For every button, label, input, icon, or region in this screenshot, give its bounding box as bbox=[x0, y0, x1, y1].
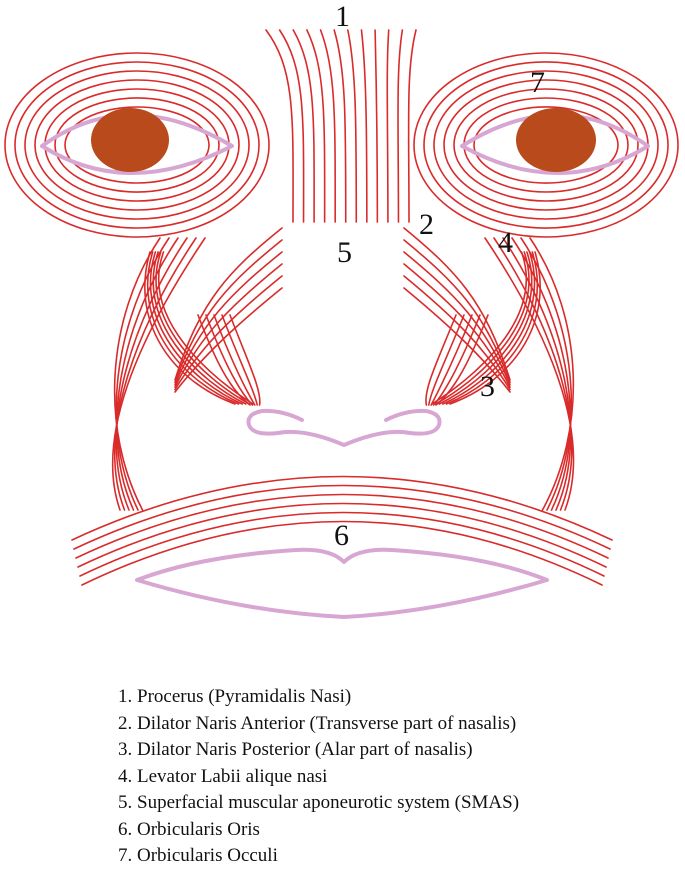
label-3: 3 bbox=[480, 370, 495, 403]
label-6: 6 bbox=[334, 519, 349, 552]
levator-labii-fiber bbox=[116, 238, 169, 510]
dilator-naris-anterior-fiber bbox=[175, 288, 282, 392]
procerus-fiber bbox=[387, 30, 388, 222]
procerus-muscle bbox=[266, 30, 416, 222]
label-4: 4 bbox=[498, 226, 513, 259]
procerus-fiber bbox=[307, 30, 325, 222]
procerus-fiber bbox=[398, 30, 402, 222]
legend-item-5: 5. Superfacial muscular aponeurotic syst… bbox=[118, 790, 519, 817]
left-iris bbox=[91, 108, 169, 172]
levator-labii-fiber bbox=[512, 238, 570, 510]
legend-item-7: 7. Orbicularis Occuli bbox=[118, 843, 519, 870]
procerus-fiber bbox=[361, 30, 366, 222]
legend-item-2: 2. Dilator Naris Anterior (Transverse pa… bbox=[118, 711, 519, 738]
legend-item-1: 1. Procerus (Pyramidalis Nasi) bbox=[118, 684, 519, 711]
procerus-fiber bbox=[321, 30, 336, 222]
label-7: 7 bbox=[530, 66, 545, 99]
lips-outline bbox=[137, 550, 547, 617]
nose-outline bbox=[249, 411, 440, 445]
dilator-naris-posterior-fiber bbox=[222, 315, 257, 405]
label-1: 1 bbox=[335, 0, 350, 33]
legend-item-6: 6. Orbicularis Oris bbox=[118, 817, 519, 844]
procerus-fiber bbox=[375, 30, 377, 222]
procerus-fiber bbox=[409, 30, 416, 222]
legend-list: 1. Procerus (Pyramidalis Nasi) 2. Dilato… bbox=[118, 684, 519, 870]
right-iris bbox=[516, 108, 596, 172]
procerus-fiber bbox=[266, 30, 293, 222]
label-5: 5 bbox=[337, 236, 352, 269]
procerus-fiber bbox=[348, 30, 356, 222]
legend-item-3: 3. Dilator Naris Posterior (Alar part of… bbox=[118, 737, 519, 764]
dilator-naris-posterior-fiber bbox=[429, 315, 464, 405]
label-2: 2 bbox=[419, 208, 434, 241]
legend-item-4: 4. Levator Labii alique nasi bbox=[118, 764, 519, 791]
